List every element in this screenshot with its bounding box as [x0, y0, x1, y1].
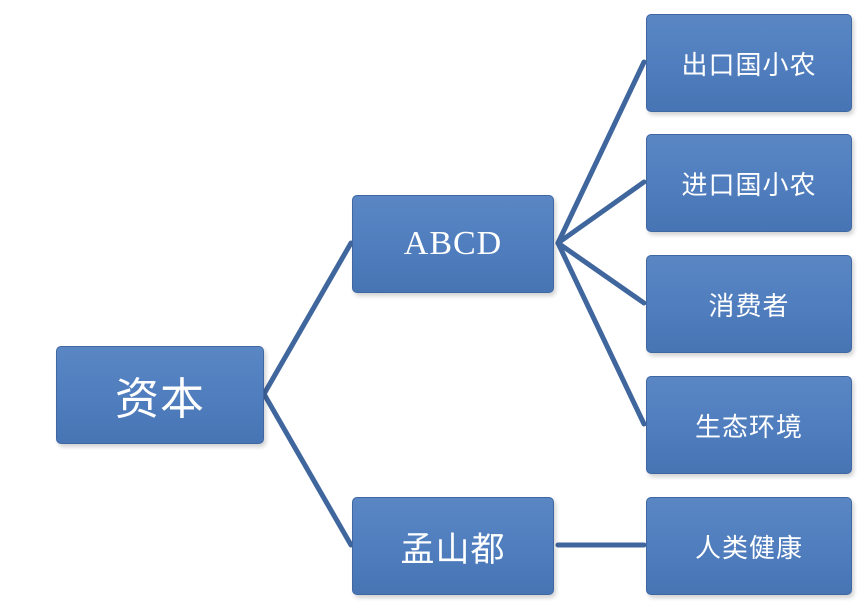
root-node-label: 资本 — [115, 374, 205, 425]
leaf-node: 人类健康 — [646, 497, 852, 595]
leaf-node-label: 生态环境 — [694, 412, 803, 443]
leaf-node-label: 出口国小农 — [681, 50, 817, 81]
connector-root-to-abcd — [261, 240, 354, 397]
branch-node-mengshandu: 孟山都 — [352, 497, 554, 595]
connector-abcd-to-leaf-2 — [555, 240, 647, 306]
connector-abcd-to-leaf-0 — [555, 59, 647, 246]
leaf-node: 进口国小农 — [646, 134, 852, 232]
leaf-node-label: 人类健康 — [694, 533, 803, 564]
branch-node-abcd: ABCD — [352, 195, 554, 293]
leaf-node-label: 消费者 — [708, 291, 790, 322]
leaf-node: 出口国小农 — [646, 14, 852, 112]
branch-node-label: ABCD — [403, 225, 503, 262]
connector-abcd-to-leaf-3 — [555, 240, 647, 427]
leaf-node-label: 进口国小农 — [681, 170, 817, 201]
connector-root-to-mengshandu — [261, 391, 354, 548]
branch-node-label: 孟山都 — [400, 529, 506, 570]
connector-abcd-to-leaf-1 — [555, 179, 647, 246]
leaf-node: 生态环境 — [646, 376, 852, 474]
root-node: 资本 — [56, 346, 264, 444]
leaf-node: 消费者 — [646, 255, 852, 353]
